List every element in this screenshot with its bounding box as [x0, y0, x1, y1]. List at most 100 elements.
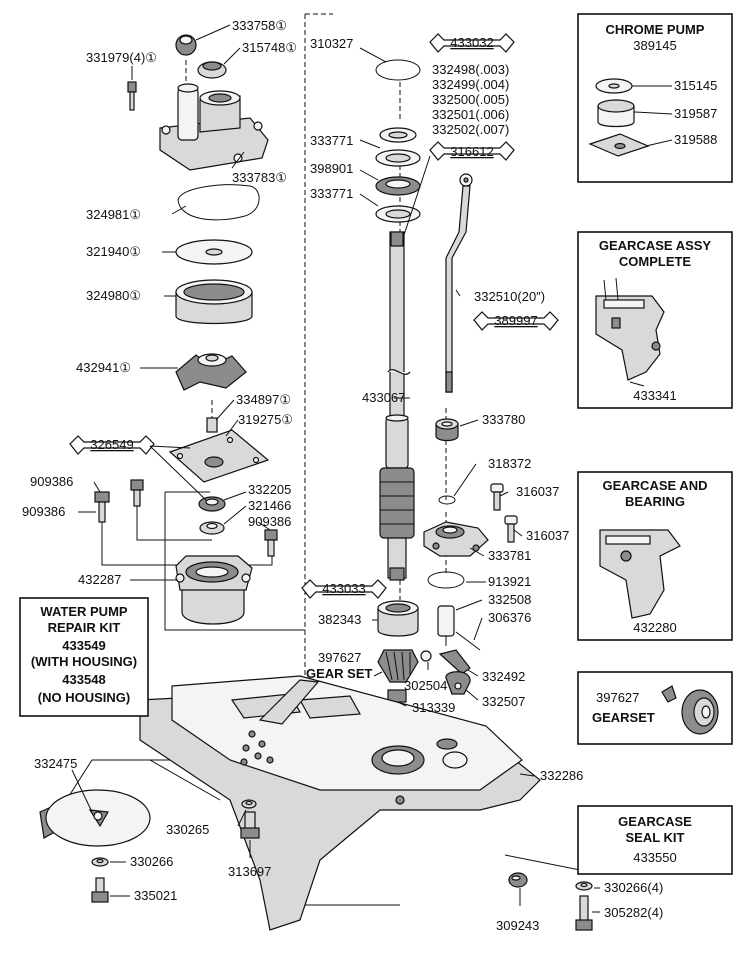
pin-302504 [420, 650, 432, 662]
svg-text:433548: 433548 [62, 672, 105, 687]
label-318372: 318372 [488, 456, 531, 471]
lower-hardware [39, 789, 593, 931]
pump-housing-333783 [159, 83, 269, 171]
drive-shaft-433067 [379, 231, 415, 581]
shift-rod-332510 [445, 173, 473, 393]
label-332492: 332492 [482, 669, 525, 684]
label-333771-a: 333771 [310, 133, 353, 148]
label-332501: 332501(.006) [432, 107, 509, 122]
water-pump-kit-box: WATER PUMP REPAIR KIT 433549 (WITH HOUSI… [19, 597, 149, 717]
svg-text:433032: 433032 [450, 35, 493, 50]
label-332508: 332508 [488, 592, 531, 607]
label-332500: 332500(.005) [432, 92, 509, 107]
svg-text:BEARING: BEARING [625, 494, 685, 509]
label-309243: 309243 [496, 918, 539, 933]
tool-433032: 433032 [429, 33, 515, 53]
label-330266-4: 330266(4) [604, 880, 663, 895]
gearcase-332286 [139, 675, 541, 931]
label-315748: 315748① [242, 40, 297, 55]
svg-text:GEARSET: GEARSET [592, 710, 655, 725]
gearcase-bearing-box: GEARCASE AND BEARING 432280 [577, 471, 733, 641]
plate-319275 [168, 429, 270, 483]
label-432941: 432941① [76, 360, 131, 375]
label-330265: 330265 [166, 822, 209, 837]
svg-text:433341: 433341 [633, 388, 676, 403]
label-433067: 433067 [362, 390, 405, 405]
svg-text:COMPLETE: COMPLETE [619, 254, 692, 269]
label-913921: 913921 [488, 574, 531, 589]
label-909386-b: 909386 [22, 504, 65, 519]
label-332507: 332507 [482, 694, 525, 709]
tool-callouts: 433032 316612 389997 326549 433033 [69, 33, 559, 599]
svg-text:315145: 315145 [674, 78, 717, 93]
pin-306376 [455, 631, 481, 651]
tool-433033: 433033 [301, 579, 387, 599]
gearcase-seal-kit-box: GEARCASE SEAL KIT 433550 [577, 805, 733, 875]
drive-shaft-parts [375, 59, 421, 703]
label-432287: 432287 [78, 572, 121, 587]
plug-309243 [508, 872, 528, 888]
tool-316612: 316612 [429, 141, 515, 161]
tool-326549: 326549 [69, 435, 155, 455]
svg-text:433549: 433549 [62, 638, 105, 653]
svg-text:SEAL KIT: SEAL KIT [626, 830, 685, 845]
chrome-pump-box: CHROME PUMP 389145 315145 319587 319588 [577, 13, 733, 183]
label-909386-a: 909386 [30, 474, 73, 489]
impeller-432941 [175, 353, 247, 391]
label-321466: 321466 [248, 498, 291, 513]
key-334897 [206, 417, 218, 433]
screw-316037 [490, 483, 518, 543]
water-pump-parts [94, 34, 278, 625]
label-313697: 313697 [228, 864, 271, 879]
label-333783: 333783① [232, 170, 287, 185]
label-321940: 321940① [86, 244, 141, 259]
label-333758: 333758① [232, 18, 287, 33]
label-324980: 324980① [86, 288, 141, 303]
tool-389997: 389997 [473, 311, 559, 331]
bushing-333780 [435, 418, 459, 442]
label-306376: 306376 [488, 610, 531, 625]
svg-text:389997: 389997 [494, 313, 537, 328]
svg-text:GEARCASE AND: GEARCASE AND [603, 478, 708, 493]
svg-text:319588: 319588 [674, 132, 717, 147]
shift-linkage [420, 605, 481, 695]
anode-332475 [39, 789, 151, 847]
label-332499: 332499(.004) [432, 77, 509, 92]
screw-305282 [575, 895, 593, 931]
needle-bearing-382343 [377, 600, 419, 637]
label-316037-a: 316037 [516, 484, 559, 499]
thrust-bearing-398901 [375, 176, 421, 196]
svg-text:433550: 433550 [633, 850, 676, 865]
svg-text:REPAIR KIT: REPAIR KIT [48, 620, 121, 635]
label-332205: 332205 [248, 482, 291, 497]
label-332498: 332498(.003) [432, 62, 509, 77]
svg-text:WATER PUMP: WATER PUMP [40, 604, 127, 619]
shift-housing-333781 [423, 521, 489, 557]
label-319275: 319275① [238, 412, 293, 427]
label-332286: 332286 [540, 768, 583, 783]
label-330266: 330266 [130, 854, 173, 869]
plug-313697 [240, 811, 260, 839]
label-310327: 310327 [310, 36, 353, 51]
label-333771-b: 333771 [310, 186, 353, 201]
svg-text:397627: 397627 [596, 690, 639, 705]
label-331979: 331979(4)① [86, 50, 157, 65]
svg-text:433033: 433033 [322, 581, 365, 596]
screw-331979 [127, 81, 137, 93]
label-316037-b: 316037 [526, 528, 569, 543]
svg-text:316612: 316612 [450, 144, 493, 159]
label-332502: 332502(.007) [432, 122, 509, 137]
svg-text:389145: 389145 [633, 38, 676, 53]
gearset-box: 397627 GEARSET [577, 671, 733, 745]
label-302504: 302504 [404, 678, 447, 693]
liner-324980 [175, 279, 253, 325]
screw-335021 [91, 877, 109, 903]
pump-base-432287 [175, 555, 253, 625]
svg-text:(NO HOUSING): (NO HOUSING) [38, 690, 130, 705]
label-333781: 333781 [488, 548, 531, 563]
label-909386-c: 909386 [248, 514, 291, 529]
o-ring-324981 [177, 184, 260, 221]
svg-text:GEARCASE ASSY: GEARCASE ASSY [599, 238, 712, 253]
label-313339: 313339 [412, 700, 455, 715]
label-398901: 398901 [310, 161, 353, 176]
